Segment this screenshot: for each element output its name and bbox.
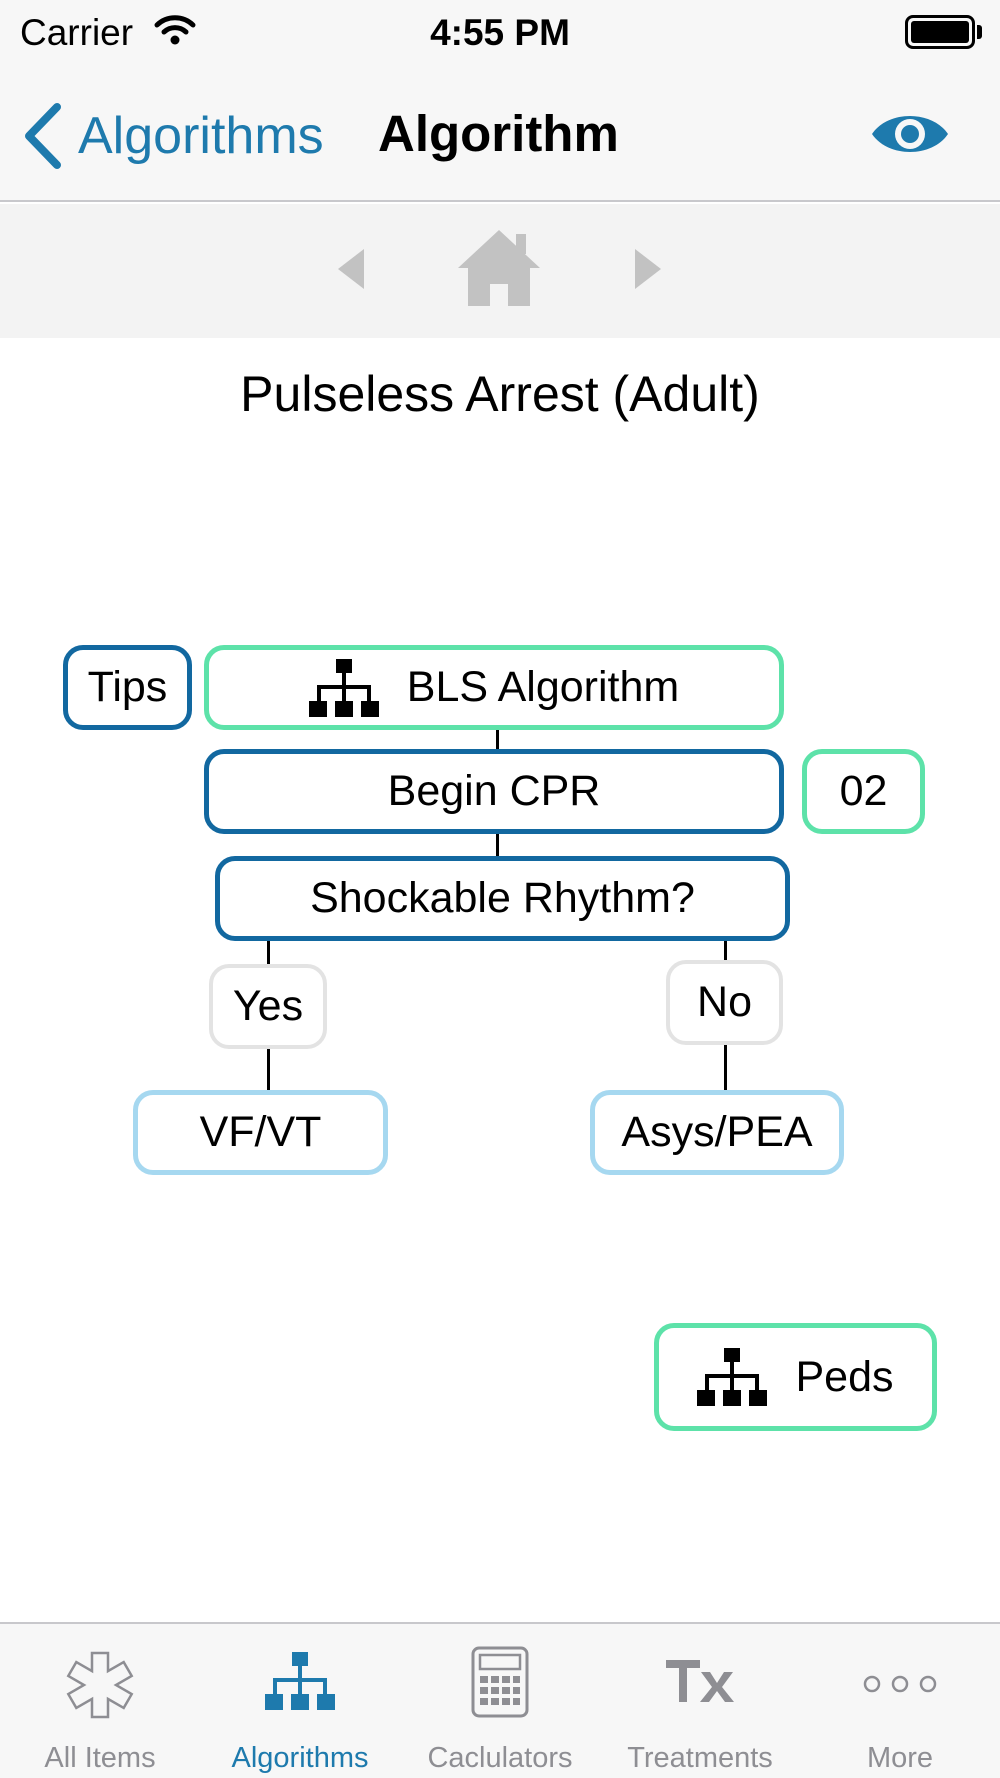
- star-of-life-icon: [66, 1651, 134, 1719]
- tab-label: Treatments: [627, 1742, 773, 1774]
- vf-vt-label: VF/VT: [199, 1108, 322, 1156]
- no-label: No: [697, 978, 752, 1026]
- battery-tip: [977, 25, 982, 39]
- status-time: 4:55 PM: [430, 12, 570, 53]
- bls-algorithm-button[interactable]: BLS Algorithm: [204, 645, 784, 730]
- asys-pea-label: Asys/PEA: [621, 1108, 813, 1156]
- algorithm-tree-icon: [308, 658, 379, 717]
- connector-line: [724, 1044, 727, 1090]
- tips-label: Tips: [87, 663, 168, 711]
- connector-line: [496, 833, 499, 857]
- tx-icon: [666, 1660, 734, 1702]
- home-icon[interactable]: [456, 228, 542, 308]
- tab-label: Algorithms: [231, 1742, 369, 1774]
- no-branch-button[interactable]: No: [666, 960, 783, 1045]
- tips-button[interactable]: Tips: [63, 645, 192, 730]
- tab-algorithms[interactable]: Algorithms: [200, 1624, 400, 1778]
- page-title: Algorithm: [378, 105, 619, 162]
- algorithm-tree-icon: [697, 1348, 768, 1406]
- shockable-rhythm-label: Shockable Rhythm?: [310, 874, 695, 922]
- chevron-left-icon: [25, 103, 61, 169]
- tab-bar: All Items Algorithms Caclulators: [0, 1622, 1000, 1778]
- begin-cpr-label: Begin CPR: [387, 767, 601, 815]
- connector-line: [267, 1048, 270, 1090]
- connector-line: [496, 730, 499, 750]
- tab-label: All Items: [44, 1742, 156, 1774]
- yes-label: Yes: [232, 982, 304, 1030]
- yes-branch-button[interactable]: Yes: [209, 964, 327, 1049]
- back-button-label: Algorithms: [78, 107, 324, 165]
- tab-label: More: [866, 1742, 934, 1774]
- peds-algorithm-button[interactable]: Peds: [654, 1323, 937, 1431]
- connector-line: [724, 940, 727, 960]
- tab-all-items[interactable]: All Items: [0, 1624, 200, 1778]
- eye-icon[interactable]: [870, 104, 950, 164]
- tab-more[interactable]: More: [800, 1624, 1000, 1778]
- carrier-label: Carrier: [20, 12, 134, 53]
- bls-algorithm-label: BLS Algorithm: [406, 663, 680, 711]
- more-dots-icon: [863, 1675, 937, 1693]
- algorithm-tree-icon: [265, 1652, 335, 1710]
- wifi-icon: [154, 15, 196, 45]
- connector-line: [267, 940, 270, 964]
- navigation-bar: Algorithms Algorithm: [0, 68, 1000, 202]
- next-arrow-icon[interactable]: [633, 247, 663, 291]
- vf-vt-button[interactable]: VF/VT: [133, 1090, 388, 1175]
- shockable-rhythm-button[interactable]: Shockable Rhythm?: [215, 856, 790, 941]
- previous-arrow-icon[interactable]: [336, 247, 366, 291]
- begin-cpr-button[interactable]: Begin CPR: [204, 749, 784, 834]
- battery-icon: [905, 15, 975, 49]
- navigation-toolbar: [0, 204, 1000, 338]
- tab-calculators[interactable]: Caclulators: [400, 1624, 600, 1778]
- status-bar: Carrier 4:55 PM: [0, 0, 1000, 68]
- tab-label: Caclulators: [427, 1742, 573, 1774]
- calculator-icon: [471, 1646, 529, 1718]
- back-button[interactable]: Algorithms: [22, 96, 324, 176]
- o2-label: 02: [839, 767, 888, 815]
- tab-treatments[interactable]: Treatments: [600, 1624, 800, 1778]
- asys-pea-button[interactable]: Asys/PEA: [590, 1090, 844, 1175]
- o2-button[interactable]: 02: [802, 749, 925, 834]
- algorithm-heading: Pulseless Arrest (Adult): [240, 366, 760, 422]
- peds-label: Peds: [795, 1352, 894, 1401]
